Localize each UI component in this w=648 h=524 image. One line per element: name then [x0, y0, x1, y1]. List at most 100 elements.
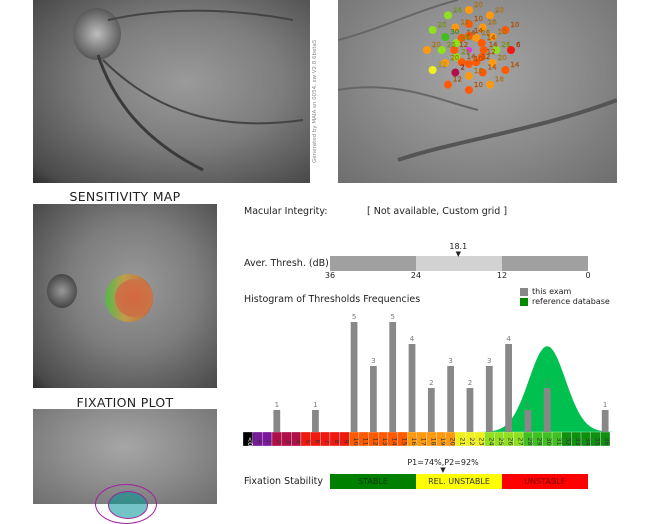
stimulus-point	[457, 58, 466, 67]
bar-value-label: 5	[352, 313, 356, 321]
stimulus-point	[465, 86, 473, 94]
scale-cell-label: 15	[400, 437, 408, 445]
scale-cell-label: 16	[410, 437, 418, 445]
stimulus-value: 18	[498, 28, 507, 36]
legend-swatch-green	[520, 297, 528, 306]
sensitivity-map-image	[33, 204, 217, 388]
scale-cell-label: 4	[294, 439, 302, 443]
stimulus-point	[492, 46, 501, 54]
histogram-title: Histogram of Thresholds Frequencies	[244, 294, 421, 305]
stimulus-value: 24	[453, 6, 462, 14]
histogram-bar	[427, 388, 435, 432]
bar-value-label: 3	[371, 357, 375, 365]
stimulus-value: 14	[467, 29, 476, 37]
stimulus-point	[451, 23, 460, 32]
histogram-bar	[408, 344, 416, 432]
stimulus-point	[472, 33, 481, 42]
average-threshold-bar	[330, 256, 588, 271]
stimulus-point	[465, 60, 473, 68]
fixation-center	[466, 47, 472, 53]
scale-cell-label: 36	[603, 437, 611, 445]
legend-swatch-gray	[520, 287, 528, 296]
bar-value-label: 1	[603, 401, 607, 409]
stimulus-value: 14	[489, 41, 498, 49]
stimulus-point	[472, 58, 481, 67]
bar-value-label: 1	[526, 401, 530, 409]
scale-cell-label: 14	[391, 437, 399, 445]
bar-value-label: 5	[390, 313, 394, 321]
optic-disc	[73, 8, 121, 60]
scale-cell-label: 3	[284, 439, 292, 443]
legend-this-exam: this exam	[520, 287, 571, 296]
scale-cell-label: 20	[449, 437, 457, 445]
scale-cell-label: 21	[458, 437, 466, 445]
scale-cell-label: 13	[381, 437, 389, 445]
scale-cell-label: 22	[468, 437, 476, 445]
fixation-ellipse-p1	[108, 491, 148, 519]
bar-value-label: 1	[275, 401, 279, 409]
scale-cell-label: 31	[555, 437, 563, 445]
stimulus-value: 20	[432, 41, 441, 49]
histogram-bar	[350, 322, 358, 432]
scale-cell-label: 8	[333, 439, 341, 443]
scale-cell-label: 6	[313, 439, 321, 443]
stimulus-value: 30	[450, 28, 459, 36]
stimulus-point	[452, 53, 461, 61]
stimulus-value: 12	[453, 76, 462, 84]
macular-integrity-value: [ Not available, Custom grid ]	[367, 206, 508, 217]
stimulus-value: 16	[460, 18, 469, 26]
scale-cell-label: <0	[246, 437, 254, 447]
segment-unstable: UNSTABLE	[502, 474, 588, 489]
scale-cell-label: 19	[439, 437, 447, 445]
scale-cell-label: 1	[265, 439, 273, 443]
stimulus-point	[465, 32, 473, 40]
scale-cell-label: 9	[342, 439, 350, 443]
histogram-bar	[466, 388, 474, 432]
stimulus-value: 16	[495, 76, 504, 84]
stimulus-point	[486, 80, 494, 89]
stimulus-point	[441, 33, 450, 41]
scale-cell-label: 28	[526, 437, 534, 445]
stimulus-value: 16	[488, 18, 497, 26]
stimulus-grid: 2010142016161018146261414201216141210161…	[423, 1, 521, 94]
segment-stable: STABLE	[330, 474, 416, 489]
stimulus-point	[452, 39, 461, 47]
stimulus-value: 14	[487, 34, 496, 42]
bar-value-label: 2	[429, 379, 433, 387]
bar-value-label: 1	[313, 401, 317, 409]
stimulus-value: 20	[498, 54, 507, 62]
bar-value-label: 4	[410, 335, 415, 343]
stimulus-point	[441, 59, 450, 67]
scale-cell-label: 12	[371, 437, 379, 445]
stimulus-value: 14	[510, 61, 519, 69]
stimulus-value: 26	[501, 41, 510, 49]
scale-cell-label: 27	[516, 437, 524, 445]
scale-cell-label: 33	[574, 437, 582, 445]
histogram-bar	[601, 410, 609, 432]
average-threshold-label: Aver. Thresh. (dB)	[244, 258, 329, 269]
stimulus-point	[450, 46, 459, 54]
reference-curve	[243, 346, 615, 432]
stimulus-value: 2	[460, 64, 464, 72]
scale-cell-label: 10	[352, 437, 360, 445]
scale-cell-label: 30	[545, 437, 553, 445]
scale-cell-label: 26	[507, 437, 515, 445]
fixation-plot-title: FIXATION PLOT	[76, 395, 174, 410]
stimulus-point	[477, 53, 486, 61]
scale-cell-label: 29	[536, 437, 544, 445]
macular-integrity-label: Macular Integrity:	[244, 206, 328, 217]
bar-value-label: 4	[506, 335, 511, 343]
stimulus-point	[465, 20, 473, 28]
stimulus-point	[423, 46, 431, 54]
stimulus-value: 14	[474, 27, 483, 35]
scale-tick: 36	[324, 271, 336, 280]
stimulus-point	[486, 11, 494, 20]
stimulus-value: 26	[447, 41, 456, 49]
stimulus-value: 10	[474, 81, 483, 89]
bar-value-label: 2	[468, 379, 472, 387]
stimulus-point	[507, 46, 515, 54]
stimulus-point	[478, 23, 487, 32]
scale-tick: 12	[496, 271, 508, 280]
